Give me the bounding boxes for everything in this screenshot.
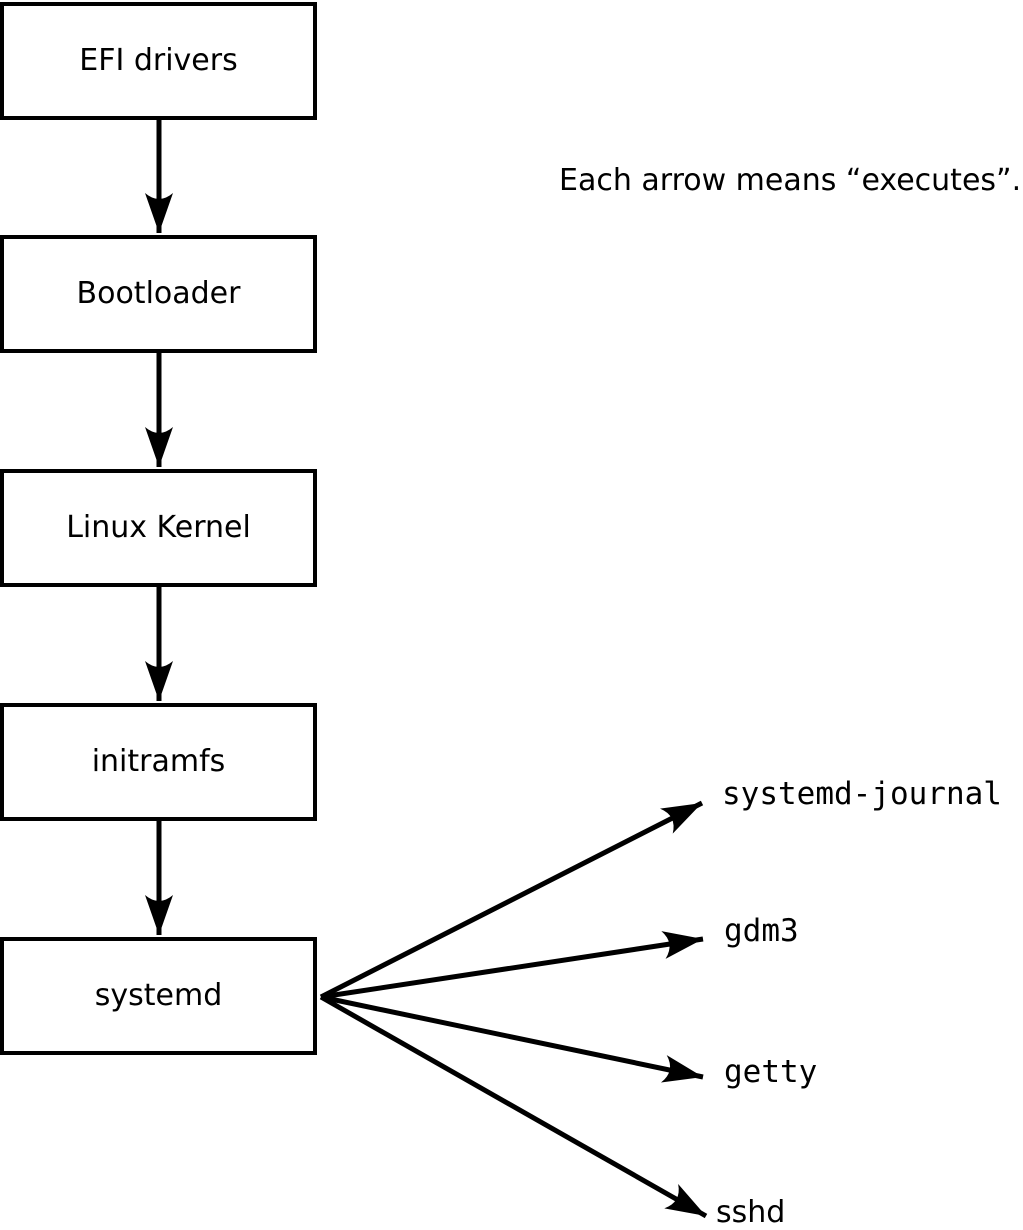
node-linux-kernel: Linux Kernel <box>0 469 317 587</box>
fanout-label-sshd: sshd <box>716 1194 786 1230</box>
fanout-label-gdm3: gdm3 <box>724 913 799 949</box>
node-efi-drivers-label: EFI drivers <box>79 43 238 78</box>
node-efi-drivers: EFI drivers <box>0 2 317 120</box>
arrow-systemd-to-getty <box>320 994 704 1083</box>
arrow-systemd-to-journal <box>319 800 704 1000</box>
node-linux-kernel-label: Linux Kernel <box>66 510 251 545</box>
arrow-systemd-to-gdm3 <box>320 931 704 1000</box>
arrow-meaning-note: Each arrow means “executes”. <box>559 163 1022 198</box>
node-initramfs: initramfs <box>0 703 317 821</box>
node-systemd: systemd <box>0 937 317 1055</box>
node-bootloader: Bootloader <box>0 235 317 353</box>
node-systemd-label: systemd <box>94 978 223 1013</box>
arrow-systemd-to-sshd <box>319 994 708 1219</box>
fanout-label-systemd-journal: systemd-journal <box>722 776 1002 812</box>
fanout-label-getty: getty <box>724 1054 818 1090</box>
node-initramfs-label: initramfs <box>91 744 226 779</box>
node-bootloader-label: Bootloader <box>76 276 241 311</box>
